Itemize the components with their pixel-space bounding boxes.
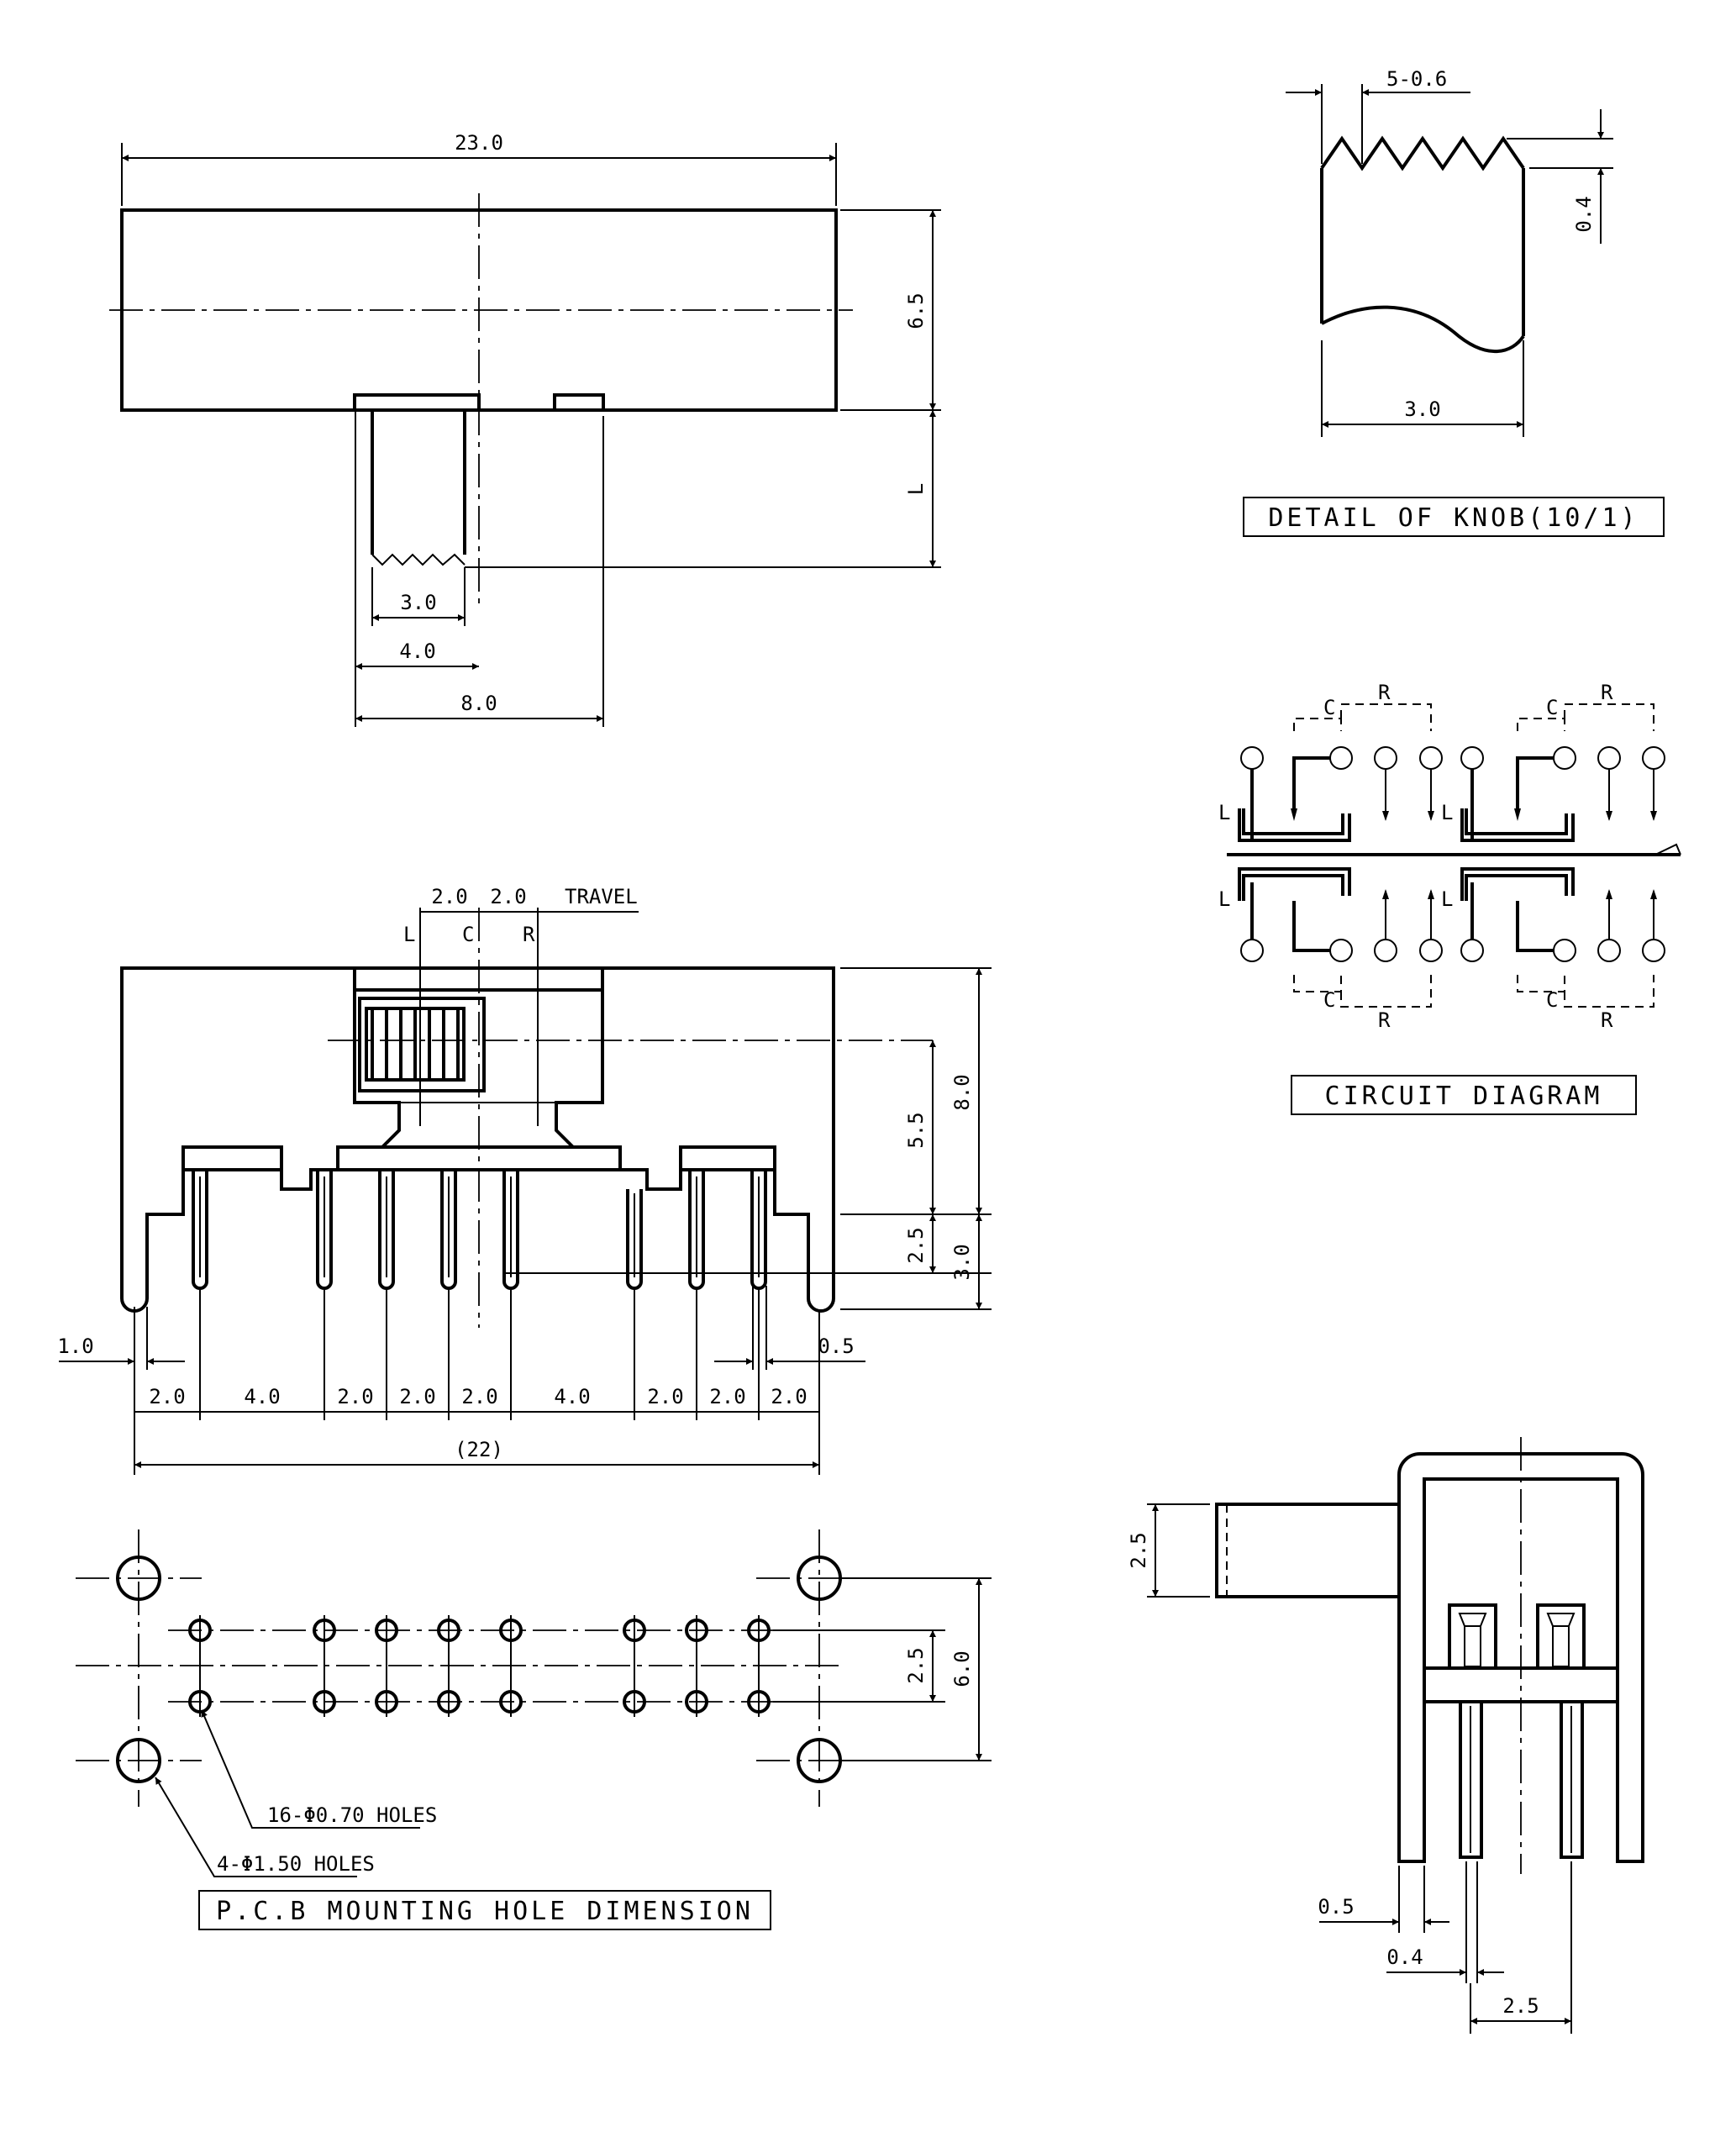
svg-text:4.0: 4.0 — [554, 1385, 590, 1408]
dim-leg-len: 3.0 — [950, 1244, 974, 1280]
front-view: 2.0 2.0 TRAVEL L C R 8.0 5.5 2.5 3.0 1.0… — [57, 885, 992, 1475]
knob-break-line — [1321, 305, 1525, 354]
dim-leg-width: 1.0 — [57, 1334, 93, 1358]
svg-text:L: L — [1441, 887, 1453, 911]
dim-teeth: 5-0.6 — [1386, 67, 1447, 91]
side-view-base — [1423, 1666, 1619, 1703]
svg-text:L: L — [1441, 801, 1453, 824]
pos-r: R — [523, 923, 535, 946]
dim-height-total: 8.0 — [950, 1074, 974, 1110]
dim-pin-len: 2.5 — [904, 1227, 928, 1263]
pos-l: L — [403, 923, 415, 946]
svg-text:C: C — [1546, 696, 1558, 719]
svg-text:2.0: 2.0 — [709, 1385, 745, 1408]
dim-row-pitch: 2.5 — [904, 1647, 928, 1683]
svg-text:2.0: 2.0 — [399, 1385, 435, 1408]
side-view-contacts — [1448, 1603, 1586, 1670]
dim-travel-1: 2.0 — [431, 885, 467, 908]
large-holes — [116, 1556, 842, 1783]
dim-lever-height: 2.5 — [1127, 1532, 1150, 1568]
circuit-lower-right: C R L — [1441, 867, 1665, 1032]
pcb-title-box — [198, 1890, 771, 1930]
dim-width: 23.0 — [455, 131, 503, 155]
knob-detail-title-box — [1243, 497, 1665, 537]
travel-label: TRAVEL — [565, 885, 638, 908]
svg-text:2.0: 2.0 — [461, 1385, 497, 1408]
dim-tooth-depth: 0.4 — [1572, 196, 1596, 232]
dim-lever-length: L — [904, 483, 928, 495]
dim-total-span: (22) — [455, 1438, 503, 1461]
slider-knob — [358, 997, 486, 1092]
knob-teeth — [1320, 135, 1525, 171]
svg-text:R: R — [1378, 681, 1391, 704]
svg-text:4.0: 4.0 — [244, 1385, 280, 1408]
dim-travel-2: 2.0 — [490, 885, 526, 908]
small-holes-label: 16-Φ0.70 HOLES — [267, 1803, 437, 1827]
dim-outer-pitch: 6.0 — [950, 1650, 974, 1687]
circuit-upper-right: C R L — [1441, 681, 1665, 842]
pcb-title: P.C.B MOUNTING HOLE DIMENSION — [216, 1897, 754, 1926]
large-holes-label: 4-Φ1.50 HOLES — [217, 1852, 375, 1876]
circuit-lower-left: C R L — [1218, 867, 1443, 1032]
side-view-pin-left — [1459, 1700, 1483, 1859]
dim-pin-offset: 0.5 — [1318, 1895, 1354, 1919]
dim-pin-width: 0.5 — [818, 1334, 854, 1358]
circuit-title-box — [1291, 1075, 1637, 1115]
dim-knob-detail-width: 3.0 — [1404, 397, 1440, 421]
svg-text:R: R — [1378, 1008, 1391, 1032]
dim-slot-width: 8.0 — [460, 692, 497, 715]
dim-knob-width: 3.0 — [400, 591, 436, 614]
side-view-frame — [1397, 1452, 1644, 1863]
side-view: 2.5 0.5 0.4 2.5 — [1127, 1437, 1644, 2034]
svg-text:L: L — [1218, 801, 1230, 824]
svg-text:C: C — [1546, 988, 1558, 1012]
top-view: 23.0 6.5 L 3.0 4.0 8.0 — [109, 131, 941, 727]
svg-text:R: R — [1601, 1008, 1613, 1032]
front-view-pins — [192, 1170, 767, 1290]
svg-text:2.0: 2.0 — [149, 1385, 185, 1408]
top-view-slider-stop — [553, 393, 605, 410]
dim-height: 6.5 — [904, 292, 928, 329]
svg-text:2.0: 2.0 — [647, 1385, 683, 1408]
knob-detail-title: DETAIL OF KNOB(10/1) — [1268, 503, 1639, 533]
side-view-pin-right — [1560, 1700, 1584, 1859]
svg-text:C: C — [1323, 988, 1335, 1012]
pos-c: C — [462, 923, 474, 946]
dim-height-body: 5.5 — [904, 1112, 928, 1148]
dim-knob-offset: 4.0 — [399, 640, 435, 663]
svg-text:2.0: 2.0 — [771, 1385, 807, 1408]
circuit-title: CIRCUIT DIAGRAM — [1325, 1082, 1603, 1111]
pcb-holes: 2.5 6.0 16-Φ0.70 HOLES 4-Φ1.50 HOLES P.C… — [76, 1529, 992, 1930]
front-view-body — [120, 966, 835, 1313]
svg-text:R: R — [1601, 681, 1613, 704]
circuit-diagram: C R L C R L — [1218, 681, 1681, 1115]
svg-text:C: C — [1323, 696, 1335, 719]
dim-pin-width-side: 0.4 — [1386, 1945, 1423, 1969]
svg-text:2.0: 2.0 — [337, 1385, 373, 1408]
side-view-lever — [1215, 1503, 1401, 1598]
svg-text:L: L — [1218, 887, 1230, 911]
top-view-slider-tab — [353, 393, 481, 410]
top-view-lever-teeth — [371, 553, 466, 566]
pin-spacing-dims: 2.0 4.0 2.0 2.0 2.0 4.0 2.0 2.0 2.0 — [149, 1385, 807, 1408]
dim-pin-pitch: 2.5 — [1502, 1994, 1539, 2018]
circuit-upper-left: C R L — [1218, 681, 1443, 842]
knob-detail: 5-0.6 0.4 3.0 DETAIL OF KNOB(10/1) — [1243, 67, 1665, 537]
